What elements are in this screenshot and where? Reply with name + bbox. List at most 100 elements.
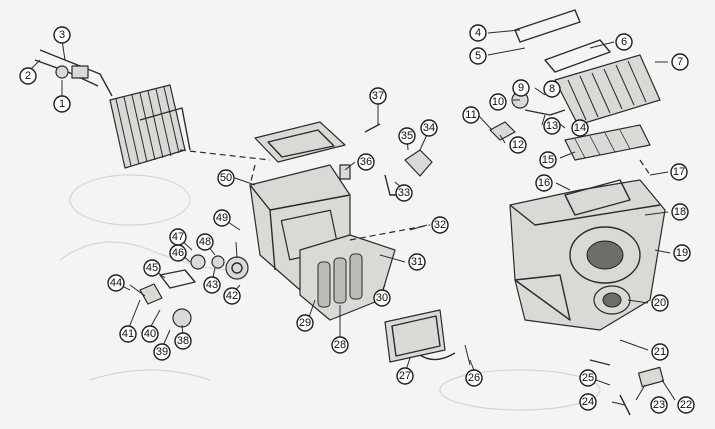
svg-text:21: 21 xyxy=(654,346,666,358)
callout-13: 13 xyxy=(543,117,561,135)
svg-text:28: 28 xyxy=(334,339,346,351)
callout-4: 4 xyxy=(469,24,487,42)
svg-text:46: 46 xyxy=(172,247,184,259)
svg-text:49: 49 xyxy=(216,212,228,224)
callout-35: 35 xyxy=(398,127,416,145)
callout-36: 36 xyxy=(357,153,375,171)
heater-pipes xyxy=(34,49,113,97)
callout-33: 33 xyxy=(395,184,413,202)
callout-44: 44 xyxy=(107,274,125,292)
callout-16: 16 xyxy=(535,174,553,192)
svg-text:17: 17 xyxy=(673,166,685,178)
blower-motor xyxy=(593,285,631,315)
svg-text:33: 33 xyxy=(398,187,410,199)
callout-11: 11 xyxy=(462,106,480,124)
callout-38: 38 xyxy=(174,332,192,350)
blower-housing xyxy=(509,179,666,331)
svg-text:31: 31 xyxy=(411,256,423,268)
svg-text:44: 44 xyxy=(110,277,122,289)
callout-20: 20 xyxy=(651,294,669,312)
svg-text:26: 26 xyxy=(468,372,480,384)
callout-46: 46 xyxy=(169,244,187,262)
background-ghost-art xyxy=(59,174,601,411)
callout-12: 12 xyxy=(509,136,527,154)
callout-29: 29 xyxy=(296,314,314,332)
callout-41: 41 xyxy=(119,325,137,343)
callout-48: 48 xyxy=(196,233,214,251)
evaporator-cover xyxy=(249,121,346,186)
svg-text:18: 18 xyxy=(674,206,686,218)
svg-text:19: 19 xyxy=(676,247,688,259)
svg-text:9: 9 xyxy=(518,82,524,94)
svg-text:40: 40 xyxy=(144,328,156,340)
callout-30: 30 xyxy=(373,289,391,307)
svg-text:24: 24 xyxy=(582,396,594,408)
svg-text:48: 48 xyxy=(199,236,211,248)
svg-text:32: 32 xyxy=(434,219,446,231)
svg-text:15: 15 xyxy=(542,154,554,166)
svg-text:13: 13 xyxy=(546,120,558,132)
svg-text:3: 3 xyxy=(59,29,65,41)
svg-text:27: 27 xyxy=(399,370,411,382)
svg-text:23: 23 xyxy=(653,399,665,411)
callout-31: 31 xyxy=(408,253,426,271)
svg-text:12: 12 xyxy=(512,139,524,151)
svg-text:7: 7 xyxy=(677,56,683,68)
svg-text:10: 10 xyxy=(492,96,504,108)
lower-duct-panel xyxy=(384,309,471,366)
callout-26: 26 xyxy=(465,369,483,387)
mode-door-actuators xyxy=(129,254,249,328)
callout-45: 45 xyxy=(143,259,161,277)
svg-text:6: 6 xyxy=(621,36,627,48)
svg-text:20: 20 xyxy=(654,297,666,309)
heater-core xyxy=(109,84,271,169)
svg-text:38: 38 xyxy=(177,335,189,347)
callout-32: 32 xyxy=(431,216,449,234)
svg-text:1: 1 xyxy=(59,98,65,110)
evaporator-core xyxy=(554,54,661,126)
callout-19: 19 xyxy=(673,244,691,262)
callout-1: 1 xyxy=(53,95,71,113)
callout-50: 50 xyxy=(217,169,235,187)
evaporator-gasket xyxy=(514,9,611,73)
callout-24: 24 xyxy=(579,393,597,411)
svg-text:30: 30 xyxy=(376,292,388,304)
air-distribution-housing xyxy=(249,164,431,321)
callout-40: 40 xyxy=(141,325,159,343)
svg-text:39: 39 xyxy=(156,346,168,358)
svg-text:5: 5 xyxy=(475,50,481,62)
assembly-dashline xyxy=(639,159,651,176)
callout-28: 28 xyxy=(331,336,349,354)
callout-2: 2 xyxy=(19,67,37,85)
callout-27: 27 xyxy=(396,367,414,385)
callout-3: 3 xyxy=(53,26,71,44)
svg-text:25: 25 xyxy=(582,372,594,384)
callout-49: 49 xyxy=(213,209,231,227)
callout-9: 9 xyxy=(512,79,530,97)
callout-8: 8 xyxy=(543,80,561,98)
callout-43: 43 xyxy=(203,276,221,294)
svg-text:42: 42 xyxy=(226,290,238,302)
svg-text:47: 47 xyxy=(172,231,184,243)
svg-text:34: 34 xyxy=(423,122,435,134)
svg-text:43: 43 xyxy=(206,279,218,291)
callout-39: 39 xyxy=(153,343,171,361)
svg-text:29: 29 xyxy=(299,317,311,329)
svg-text:45: 45 xyxy=(146,262,158,274)
svg-text:4: 4 xyxy=(475,27,481,39)
svg-text:36: 36 xyxy=(360,156,372,168)
blower-resistor xyxy=(589,359,665,416)
svg-text:22: 22 xyxy=(680,399,692,411)
svg-text:11: 11 xyxy=(465,109,476,121)
temperature-door-motor xyxy=(339,123,433,196)
svg-text:50: 50 xyxy=(220,172,232,184)
callout-42: 42 xyxy=(223,287,241,305)
callout-47: 47 xyxy=(169,228,187,246)
callout-10: 10 xyxy=(489,93,507,111)
svg-text:14: 14 xyxy=(574,122,586,134)
callout-23: 23 xyxy=(650,396,668,414)
callout-15: 15 xyxy=(539,151,557,169)
svg-text:35: 35 xyxy=(401,130,413,142)
svg-text:8: 8 xyxy=(549,83,555,95)
